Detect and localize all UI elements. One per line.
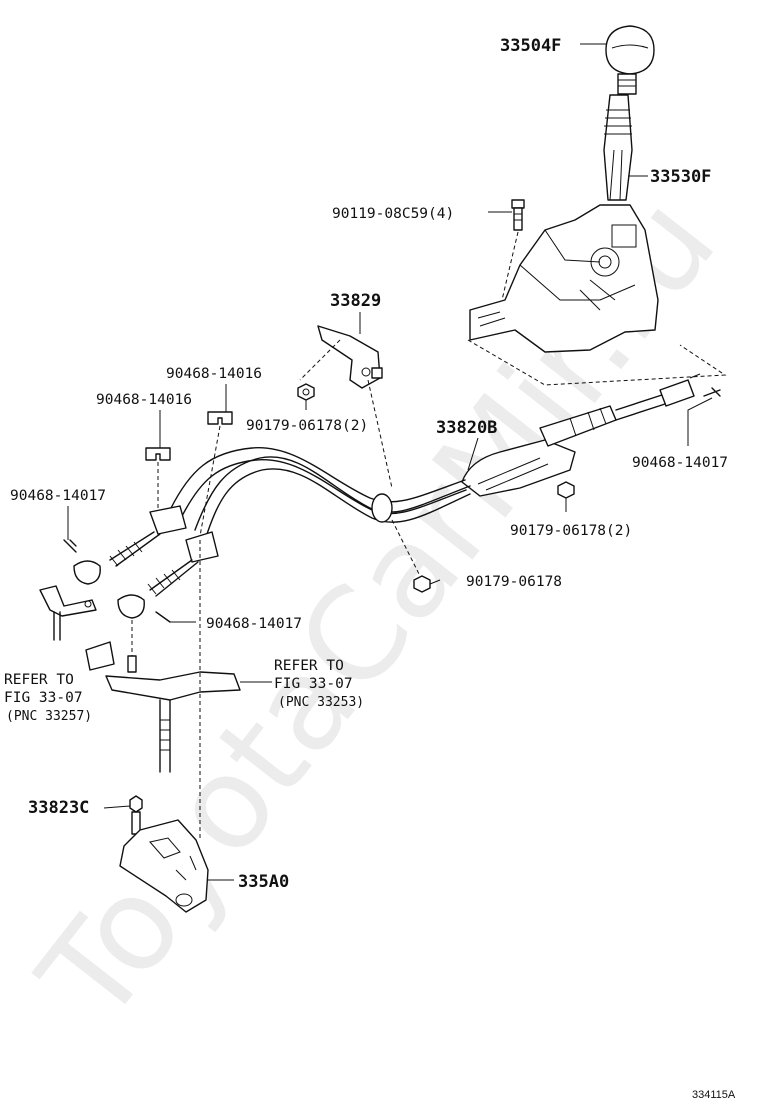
figure-id: 334115A — [692, 1089, 736, 1101]
label-clip-b: 90468-14016 — [96, 392, 192, 408]
label-lower-bracket: 335A0 — [238, 872, 289, 892]
upper-bolt — [511, 199, 525, 231]
ref-right-line1: REFER TO — [274, 658, 344, 674]
label-knob: 33504F — [500, 36, 561, 56]
right-trans-lever — [85, 641, 241, 773]
ref-left-line1: REFER TO — [4, 672, 74, 688]
label-nut-lower: 90179-06178 — [466, 574, 562, 590]
cable-nut-right — [557, 481, 575, 499]
pin-left — [63, 539, 77, 553]
label-bracket: 33829 — [330, 291, 381, 311]
bracket-nut — [297, 383, 315, 401]
label-clip-a: 90468-14016 — [166, 366, 262, 382]
lower-bolt — [129, 795, 143, 835]
label-nut-right: 90179-06178(2) — [510, 523, 632, 539]
cable-bracket — [317, 325, 383, 389]
ref-left-line2: FIG 33-07 — [4, 690, 83, 706]
ref-left-line3: (PNC 33257) — [6, 709, 92, 724]
shift-cable-assembly — [73, 373, 701, 619]
clip-upper — [207, 411, 233, 425]
label-bolt-upper: 90119-08C59(4) — [332, 206, 454, 222]
label-lever: 33530F — [650, 167, 711, 187]
label-pin-right: 90468-14017 — [632, 455, 728, 471]
ref-right-line3: (PNC 33253) — [278, 695, 364, 710]
label-pin-mid: 90468-14017 — [206, 616, 302, 632]
label-bolt-lower: 33823C — [28, 798, 89, 818]
pin-right — [703, 387, 721, 397]
pin-mid — [155, 611, 171, 623]
ref-right-line2: FIG 33-07 — [274, 676, 353, 692]
label-pin-left: 90468-14017 — [10, 488, 106, 504]
shift-lever — [603, 94, 633, 201]
shift-knob — [605, 25, 655, 95]
clip-lower — [145, 447, 171, 461]
left-trans-lever — [39, 585, 97, 641]
shift-lever-housing — [469, 204, 659, 353]
floor-outline — [467, 339, 727, 386]
cable-nut-lower — [413, 575, 431, 593]
label-cable: 33820B — [436, 418, 497, 438]
label-nut-bracket: 90179-06178(2) — [246, 418, 368, 434]
lower-bracket — [119, 819, 209, 913]
